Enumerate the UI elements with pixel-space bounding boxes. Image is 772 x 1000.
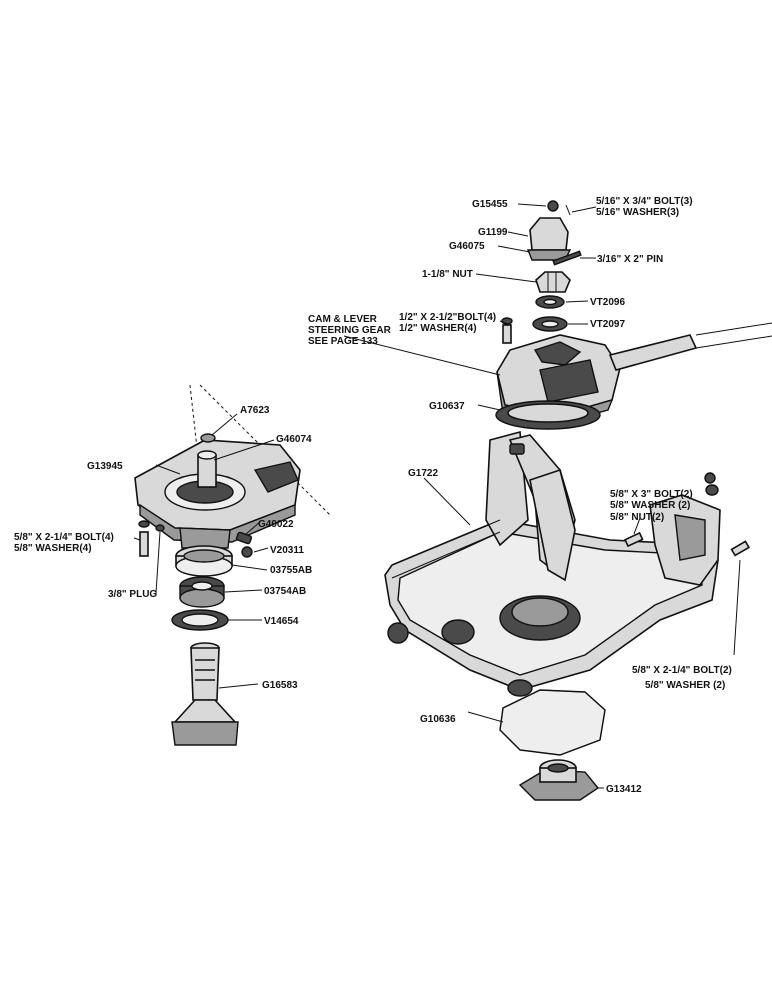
bolt-5-8-left [139,531,149,557]
fitting-g49022 [235,531,253,545]
label-g1199: G1199 [478,227,508,238]
bearing-cap-g13412 [518,759,600,801]
label-nut-5-8: 5/8" NUT(2) [610,512,664,523]
label-washer-5-8-2b: 5/8" WASHER (2) [645,680,725,691]
label-vt2096: VT2096 [590,297,625,308]
label-g46074: G46074 [276,434,312,445]
label-washer-5-16: 5/16" WASHER(3) [596,207,679,218]
housing-g13945 [134,439,301,549]
label-cam-lever-2: STEERING GEAR [308,325,392,336]
pin-3-16 [552,250,582,266]
label-bolt-5-8-214-4: 5/8" X 2-1/4" BOLT(4) [14,532,114,543]
label-v14654: V14654 [264,616,299,627]
label-bolt-5-16: 5/16" X 3/4" BOLT(3) [596,196,693,207]
label-v20311: V20311 [270,545,304,556]
label-g10636: G10636 [420,714,456,725]
bolt-5-8-3 [623,531,644,548]
seal-vt2097-hole [541,320,559,328]
gasket-g10637-inner [507,403,589,423]
label-washer-5-8-4: 5/8" WASHER(4) [14,543,92,554]
label-g46075: G46075 [449,241,485,252]
label-g15455: G15455 [472,199,508,210]
frame-g1722 [384,430,721,697]
nut-5-8 [704,472,716,484]
label-nut-1-1-8: 1-1/8" NUT [422,269,473,280]
washer-5-8-right [705,484,719,496]
cap-g1199 [526,217,572,261]
label-g1722: G1722 [408,468,438,479]
label-vt2097: VT2097 [590,319,625,330]
label-cam-lever-1: CAM & LEVER [308,314,378,325]
ring-a7623 [200,433,216,443]
label-plug-3-8: 3/8" PLUG [108,589,157,600]
grease-fitting-g15455 [547,200,559,212]
label-g16583: G16583 [262,680,298,691]
label-g49022: G49022 [258,519,294,530]
label-03754ab: 03754AB [264,586,306,597]
label-pin-3-16: 3/16" X 2" PIN [597,254,663,265]
spindle-g16583 [171,642,239,746]
bearing-cone-03754ab [179,576,225,608]
label-g13412: G13412 [606,784,642,795]
bolt-5-16 [565,204,571,216]
label-g10637: G10637 [429,401,465,412]
leader-lines [133,203,741,789]
bolt-1-2 [502,324,512,344]
label-bolt-5-8-214-2: 5/8" X 2-1/4" BOLT(2) [632,665,732,676]
bearing-cup-03755ab [175,545,233,577]
washer-vt2096-hole [543,298,557,306]
label-washer-1-2: 1/2" WASHER(4) [399,323,477,334]
label-a7623: A7623 [240,405,270,416]
bolt-5-8-214-right [730,540,751,557]
nut-1-1-8 [535,271,571,293]
label-cam-lever-3: SEE PAGE 133 [308,336,378,347]
seal-v14654 [171,609,229,631]
label-bolt-1-2: 1/2" X 2-1/2"BOLT(4) [399,312,496,323]
plug-3-8 [155,524,165,532]
fitting-v20311 [241,546,253,558]
washer-5-8-left [138,520,150,528]
label-washer-5-8-2a: 5/8" WASHER (2) [610,500,690,511]
label-bolt-5-8-3: 5/8" X 3" BOLT(2) [610,489,693,500]
label-g13945: G13945 [87,461,123,472]
label-03755ab: 03755AB [270,565,312,576]
